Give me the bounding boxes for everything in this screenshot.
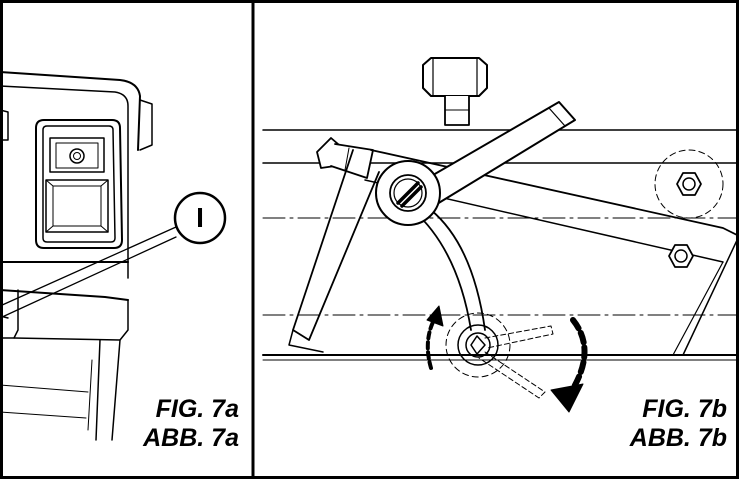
- figure-7a-caption-de: ABB. 7a: [143, 424, 239, 452]
- figure-7a-caption-en: FIG. 7a: [155, 395, 239, 423]
- figure-7b-panel: FIG. 7b ABB. 7b: [253, 0, 739, 479]
- figure-7b-caption-en: FIG. 7b: [642, 395, 727, 423]
- callout-label: I: [196, 202, 204, 233]
- figure-7b-drawing: [262, 57, 739, 413]
- clamp-knob: [422, 57, 488, 126]
- rotation-arrow-counterclockwise: [425, 305, 444, 370]
- figure-7a-panel: I FIG. 7a ABB. 7a: [0, 0, 253, 479]
- figure-7a-drawing: [0, 71, 227, 441]
- figure-7b-caption: FIG. 7b ABB. 7b: [630, 395, 727, 453]
- figure-7b-caption-de: ABB. 7b: [629, 424, 727, 452]
- figure-7a-caption: FIG. 7a ABB. 7a: [143, 395, 239, 453]
- callout-circle: [173, 191, 227, 245]
- adjust-bolt: [316, 137, 374, 179]
- locking-pivot: [445, 312, 554, 399]
- hex-nut-lower: [668, 244, 694, 268]
- hex-nut-upper: [676, 172, 702, 196]
- switch-housing: [35, 119, 123, 249]
- pivot-screw: [375, 160, 441, 226]
- rotation-arrow-clockwise: [550, 317, 588, 413]
